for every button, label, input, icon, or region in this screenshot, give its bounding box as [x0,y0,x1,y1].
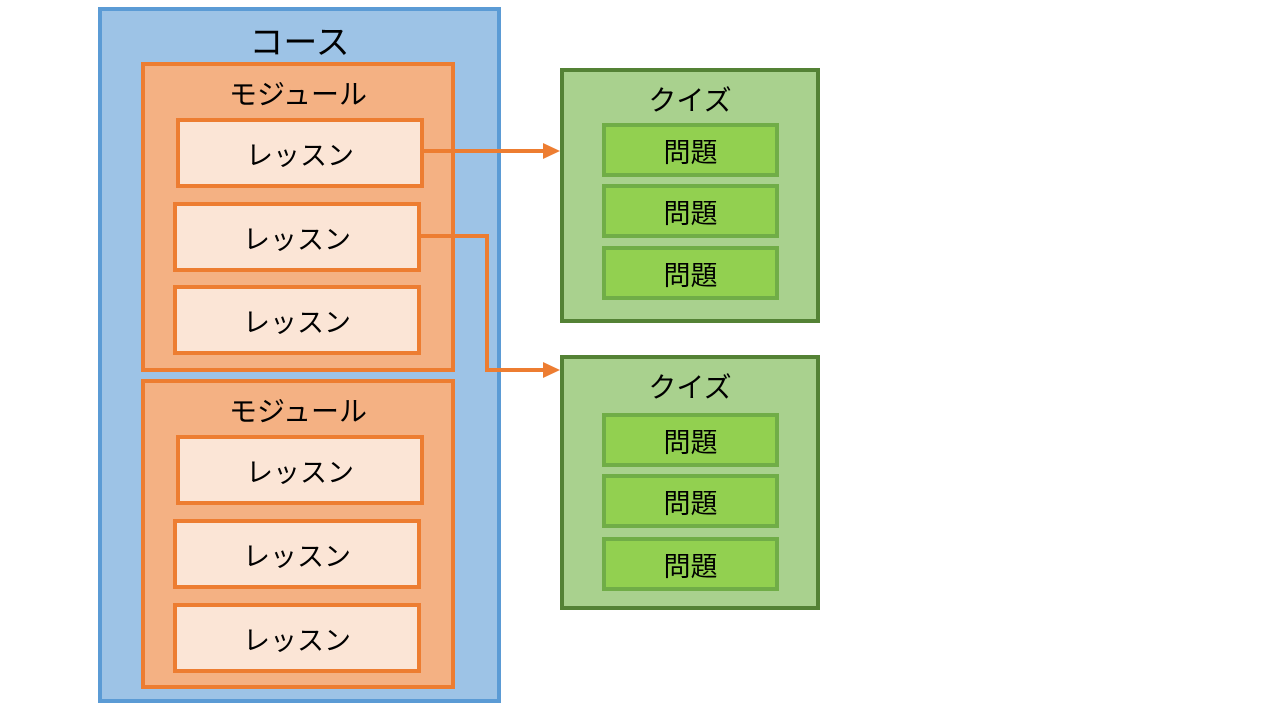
question-box-2-3: 問題 [602,537,779,591]
lesson-box-1-2: レッスン [173,202,421,272]
arrow-lesson-to-quiz-2 [421,234,545,372]
lesson-label: レッスン [243,625,351,657]
lesson-label: レッスン [246,457,354,489]
module-title-1: モジュール [228,78,368,111]
lesson-label: レッスン [243,224,351,256]
question-box-1-3: 問題 [602,246,779,300]
lesson-box-2-1: レッスン [176,435,424,505]
question-label: 問題 [663,260,718,292]
lesson-box-2-3: レッスン [173,603,421,673]
quiz-title-1: クイズ [648,84,732,117]
question-box-2-2: 問題 [602,474,779,528]
lesson-box-2-2: レッスン [173,519,421,589]
question-label: 問題 [663,137,718,169]
question-box-2-1: 問題 [602,413,779,467]
quiz-title-2: クイズ [648,371,732,404]
question-label: 問題 [663,488,718,520]
question-label: 問題 [663,427,718,459]
question-box-1-2: 問題 [602,184,779,238]
lesson-label: レッスン [243,307,351,339]
lesson-label: レッスン [246,140,354,172]
module-title-2: モジュール [228,395,368,428]
lesson-box-1-1: レッスン [176,118,424,188]
question-box-1-1: 問題 [602,123,779,177]
course-title: コース [249,23,350,63]
question-label: 問題 [663,551,718,583]
arrowhead-icon [543,362,560,378]
question-label: 問題 [663,198,718,230]
lesson-label: レッスン [243,541,351,573]
arrowhead-icon [543,143,560,159]
lesson-box-1-3: レッスン [173,285,421,355]
